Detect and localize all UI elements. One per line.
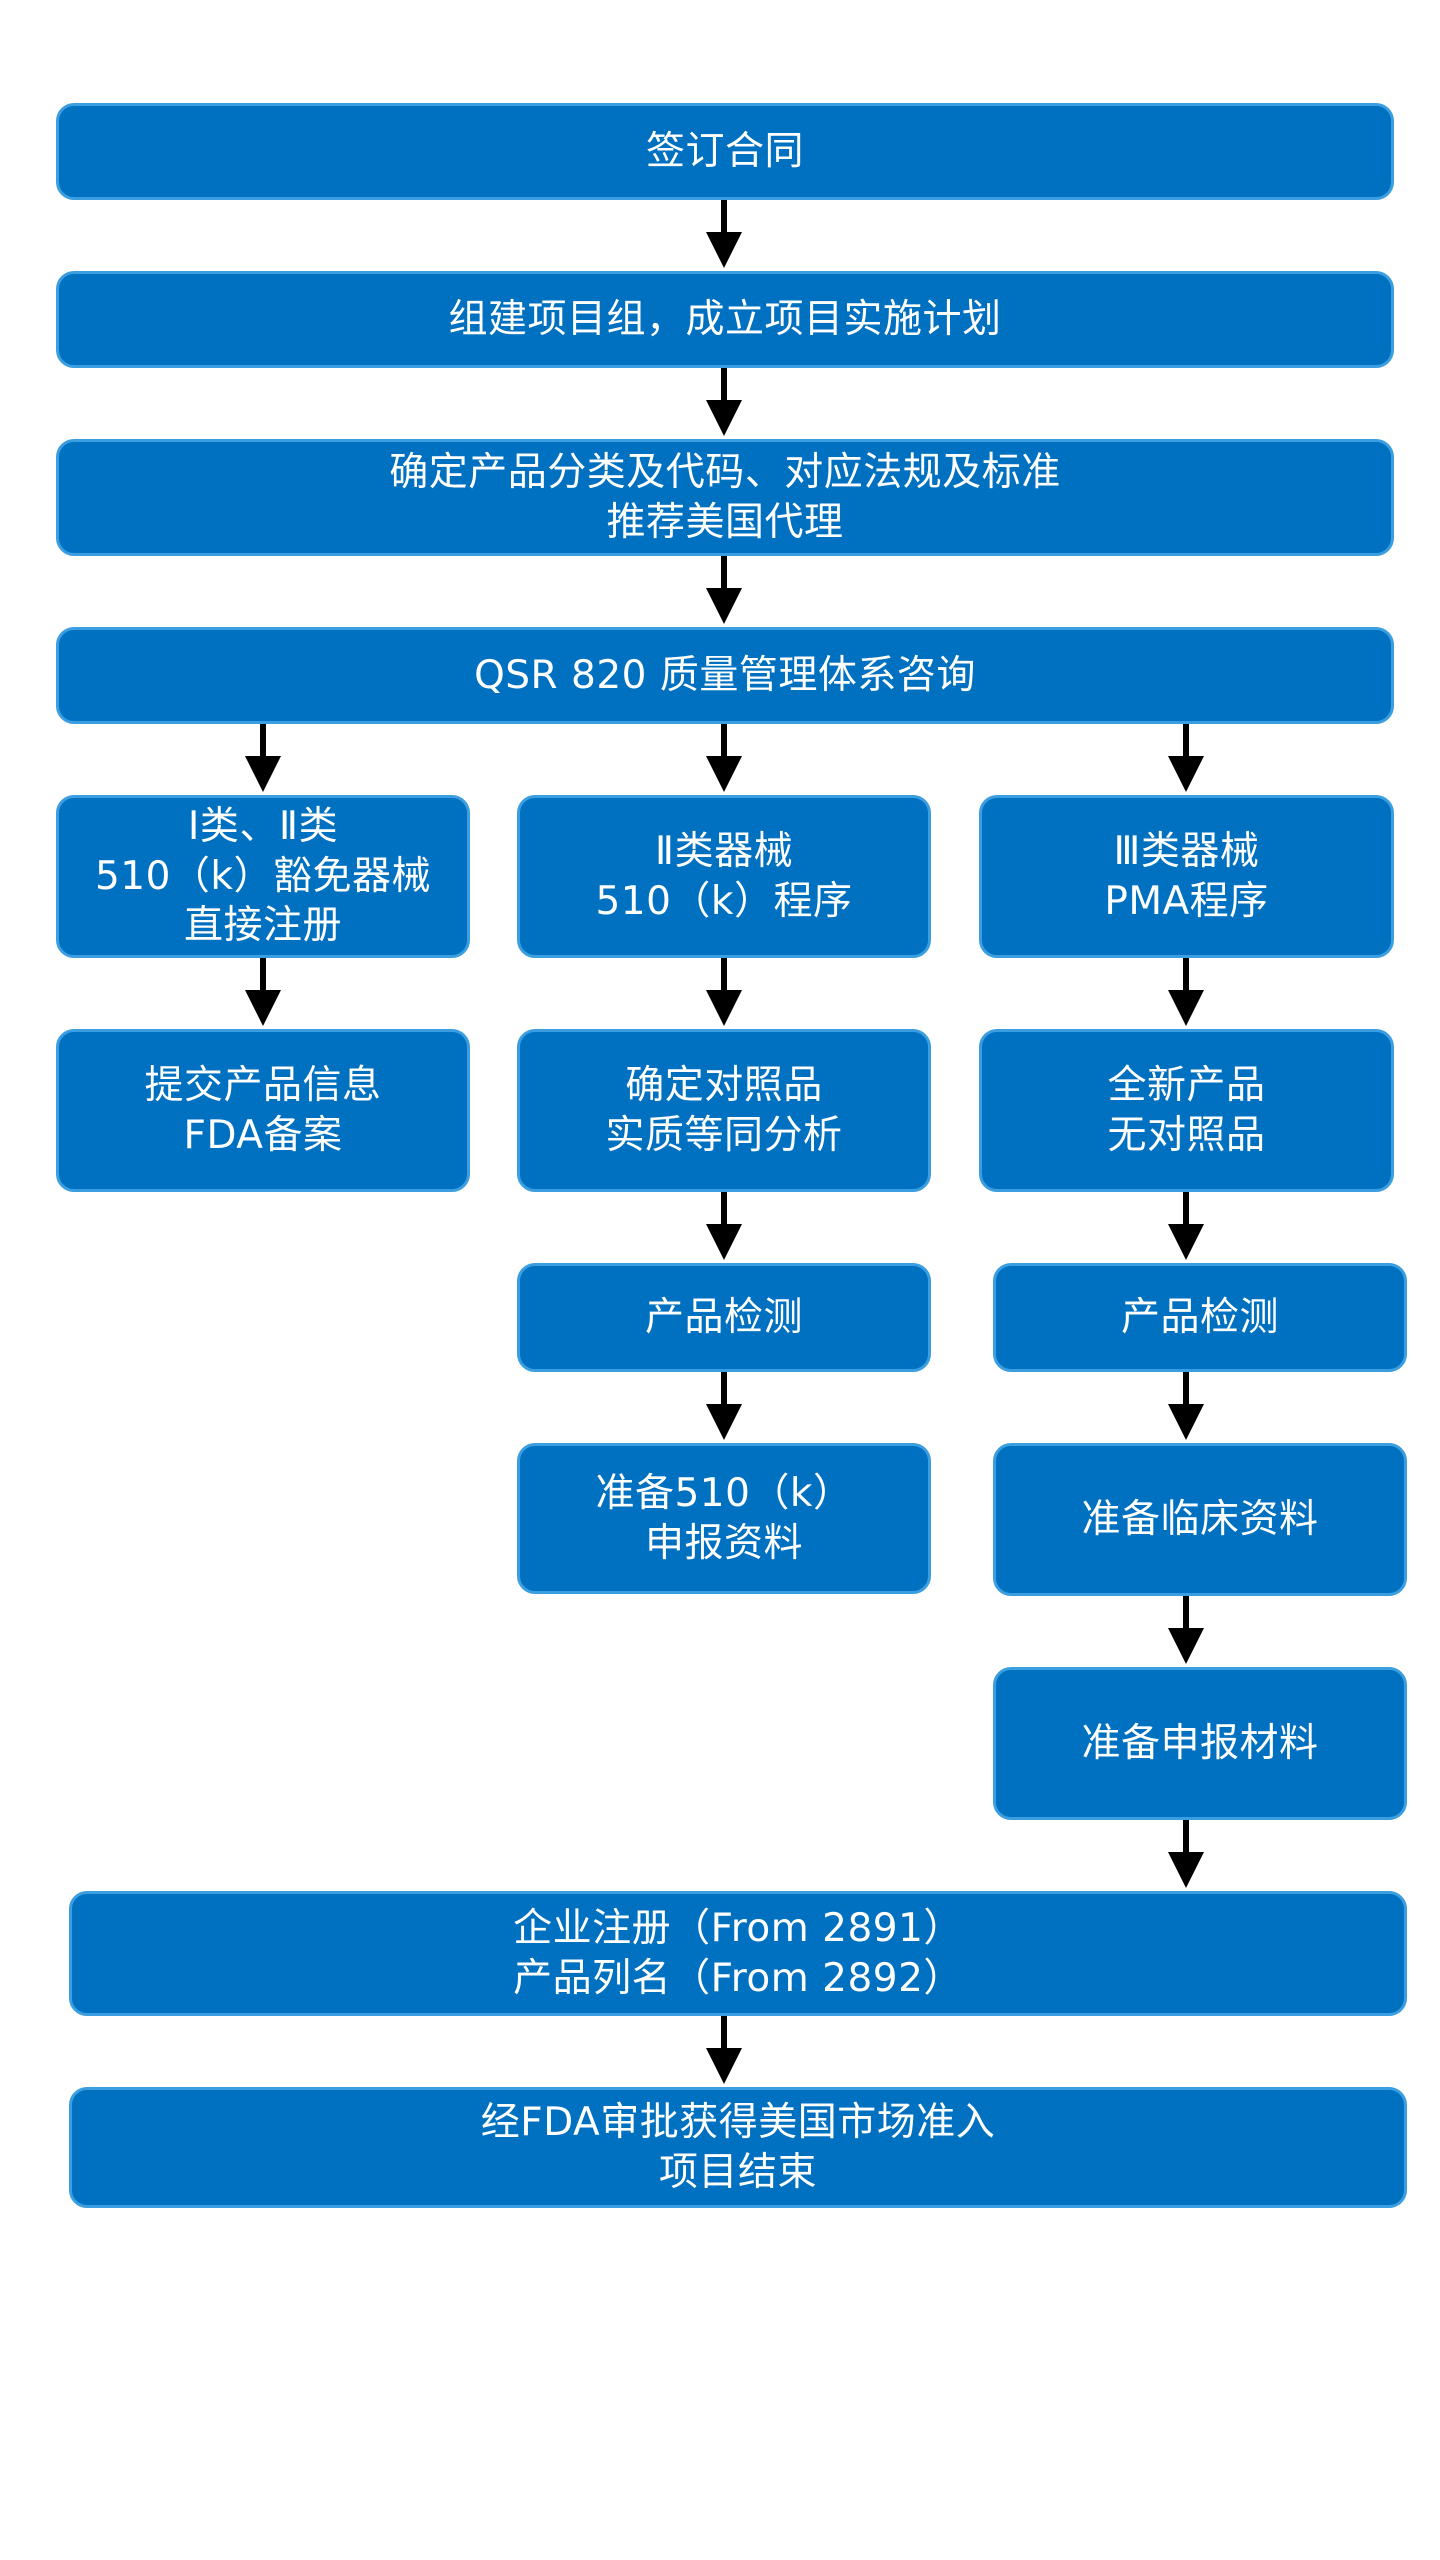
node-registration: 企业注册（From 2891）产品列名（From 2892） <box>69 1891 1407 2016</box>
node-label-line: 签订合同 <box>645 128 804 174</box>
node-label-line: 产品检测 <box>1120 1294 1279 1340</box>
node-label-line: 510（k）程序 <box>595 878 853 924</box>
node-testing-pma: 产品检测 <box>993 1263 1407 1372</box>
node-prepare-510k: 准备510（k）申报资料 <box>517 1443 931 1594</box>
node-label-line: 项目结束 <box>658 2149 817 2195</box>
node-label-line: 企业注册（From 2891） <box>513 1905 963 1951</box>
node-sign-contract: 签订合同 <box>56 103 1394 200</box>
node-label-line: Ⅰ类、Ⅱ类 <box>187 803 339 849</box>
node-label-line: 组建项目组，成立项目实施计划 <box>448 296 1002 342</box>
node-label-line: 申报资料 <box>644 1520 803 1566</box>
node-classification: 确定产品分类及代码、对应法规及标准推荐美国代理 <box>56 439 1394 556</box>
node-label-line: QSR 820 质量管理体系咨询 <box>474 652 976 698</box>
node-prepare-clinical: 准备临床资料 <box>993 1443 1407 1596</box>
node-label-line: 直接注册 <box>183 903 342 949</box>
node-label-line: 510（k）豁免器械 <box>94 853 432 899</box>
node-approval: 经FDA审批获得美国市场准入项目结束 <box>69 2087 1407 2208</box>
node-label-line: FDA备案 <box>183 1112 343 1158</box>
node-testing-510k: 产品检测 <box>517 1263 931 1372</box>
node-project-team: 组建项目组，成立项目实施计划 <box>56 271 1394 368</box>
node-prepare-submission: 准备申报材料 <box>993 1667 1407 1820</box>
node-label-line: 准备临床资料 <box>1081 1496 1319 1542</box>
node-label-line: 准备510（k） <box>595 1470 853 1516</box>
node-label-line: 经FDA审批获得美国市场准入 <box>480 2099 996 2145</box>
node-label-line: PMA程序 <box>1104 878 1269 924</box>
node-label-line: 产品检测 <box>644 1294 803 1340</box>
node-label-line: 实质等同分析 <box>605 1112 843 1158</box>
node-label-line: 推荐美国代理 <box>606 499 844 545</box>
node-label-line: 无对照品 <box>1107 1112 1266 1158</box>
node-label-line: 确定对照品 <box>625 1062 823 1108</box>
node-label-line: 提交产品信息 <box>144 1062 382 1108</box>
node-label-line: 准备申报材料 <box>1081 1720 1319 1766</box>
node-label-line: 产品列名（From 2892） <box>513 1955 963 2001</box>
node-label-line: 全新产品 <box>1107 1062 1266 1108</box>
node-qsr-consulting: QSR 820 质量管理体系咨询 <box>56 627 1394 724</box>
node-label-line: Ⅲ类器械 <box>1113 828 1260 874</box>
node-new-product: 全新产品无对照品 <box>979 1029 1394 1192</box>
node-label-line: 确定产品分类及代码、对应法规及标准 <box>389 449 1061 495</box>
node-predicate-device: 确定对照品实质等同分析 <box>517 1029 931 1192</box>
node-label-line: Ⅱ类器械 <box>654 828 794 874</box>
